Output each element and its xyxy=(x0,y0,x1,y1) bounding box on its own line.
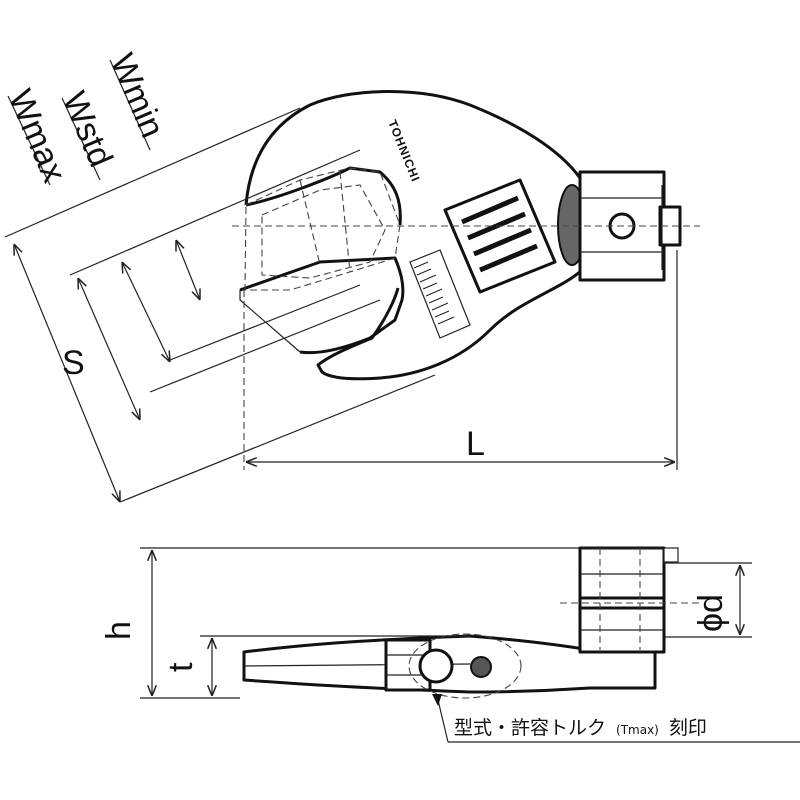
marking-note-tail: 刻印 xyxy=(669,717,707,739)
wrench-head-outline xyxy=(244,90,584,381)
marking-circle xyxy=(408,633,522,699)
side-view: h t ϕd 型式・許容トルク (Tmax) 刻印 xyxy=(100,546,800,743)
marking-note: 型式・許容トルク (Tmax) 刻印 xyxy=(454,717,707,739)
dim-s: S xyxy=(14,244,120,502)
dim-s-label: S xyxy=(62,344,85,382)
top-view: TOHNICHI L xyxy=(1,48,700,502)
hex-nut-dashed xyxy=(244,167,401,291)
brand-mark: TOHNICHI xyxy=(385,118,423,184)
dim-h-label: h xyxy=(100,621,138,640)
dim-t: t xyxy=(162,635,470,696)
side-head-block xyxy=(578,546,679,654)
dim-d-label: ϕd xyxy=(692,594,730,632)
dim-h: h xyxy=(100,547,665,699)
dim-d: ϕd xyxy=(664,562,752,638)
movable-jaw xyxy=(239,256,405,355)
worm-gear xyxy=(443,178,557,294)
dim-wmin: Wmin xyxy=(103,48,200,300)
dim-wmin-label: Wmin xyxy=(103,48,172,143)
marking-leader xyxy=(432,694,800,743)
jaw-scale xyxy=(409,249,471,339)
marking-note-main: 型式・許容トルク xyxy=(454,717,606,739)
dim-l-label: L xyxy=(466,425,485,463)
fixed-jaw xyxy=(245,166,402,226)
marking-note-tmax: (Tmax) xyxy=(616,723,659,737)
dim-l: L xyxy=(243,250,678,470)
dim-t-label: t xyxy=(162,662,200,672)
